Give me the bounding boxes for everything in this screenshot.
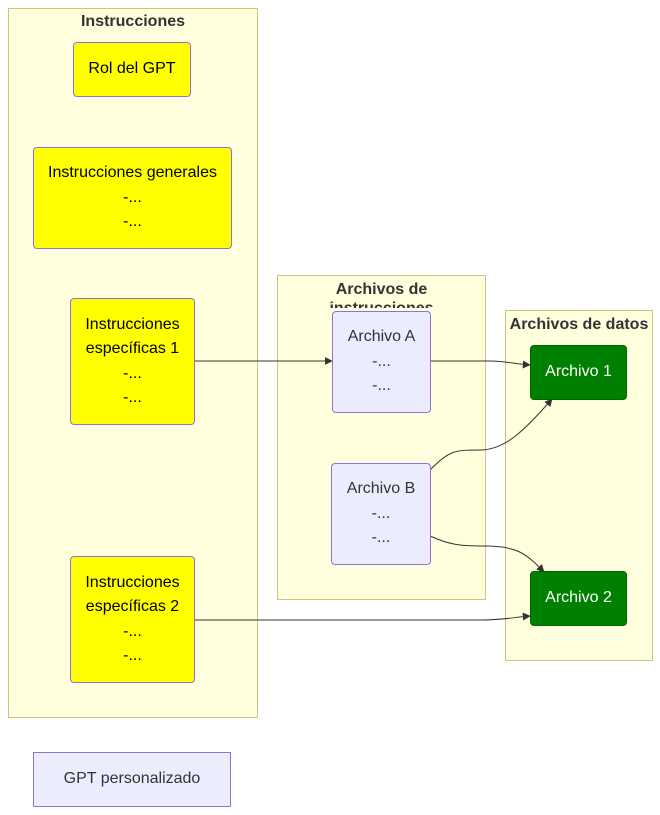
node-especificas2-line-1: Instrucciones (85, 573, 180, 591)
node-archivo-a-line-2: -... (372, 352, 391, 370)
node-rol-del-gpt[interactable]: Rol del GPT (73, 42, 191, 97)
node-especificas2-line-2: específicas 2 (85, 598, 180, 615)
edge-especificas2-to-archivo-2 (194, 612, 531, 621)
node-especificas1-line-1: Instrucciones (85, 315, 180, 333)
edge-archivo-b-to-archivo-1 (429, 398, 553, 471)
node-rol-line-1: Rol del GPT (88, 60, 176, 78)
node-gpt-label: GPT personalizado (63, 770, 201, 788)
node-especificas2-line-3: -... (123, 622, 142, 640)
node-especificas1-line-3: -... (123, 364, 142, 382)
node-archivo-b[interactable]: Archivo B -... -... (331, 463, 431, 565)
node-instrucciones-generales[interactable]: Instrucciones generales -... -... (33, 147, 232, 249)
node-generales-line-1: Instrucciones generales (48, 164, 217, 182)
edge-archivo-b-to-archivo-2 (429, 535, 545, 573)
node-archivo-b-line-3: -... (371, 529, 391, 547)
node-generales-line-2: -... (123, 188, 142, 206)
node-gpt-personalizado[interactable]: GPT personalizado (33, 752, 231, 807)
edge-archivo-a-to-archivo-1 (430, 360, 531, 369)
node-archivo-b-line-1: Archivo B (346, 480, 416, 498)
node-especificas1-line-4: -... (123, 389, 142, 406)
node-generales-line-3: -... (123, 213, 142, 231)
node-especificas2-line-4: -... (123, 647, 142, 664)
node-archivo-b-line-2: -... (371, 504, 391, 522)
node-archivo-a[interactable]: Archivo A -... -... (332, 311, 431, 413)
node-archivo-2-label: Archivo 2 (545, 589, 612, 607)
cluster-title-archivos-instrucciones: Archivos de instrucciones (329, 281, 433, 308)
node-archivo-1[interactable]: Archivo 1 (530, 345, 627, 400)
node-archivo-a-line-3: -... (372, 377, 391, 395)
node-instrucciones-especificas-2[interactable]: Instrucciones específicas 2 -... -... (70, 556, 195, 683)
node-archivo-a-line-1: Archivo A (347, 328, 416, 346)
cluster-title-instrucciones: Instrucciones (80, 13, 186, 30)
cluster-title-archivos-datos: Archivos de datos (509, 316, 649, 333)
node-especificas1-line-2: específicas 1 (85, 340, 180, 357)
node-archivo-2[interactable]: Archivo 2 (530, 571, 627, 626)
node-instrucciones-especificas-1[interactable]: Instrucciones específicas 1 -... -... (70, 298, 195, 425)
node-archivo-1-label: Archivo 1 (545, 363, 612, 381)
